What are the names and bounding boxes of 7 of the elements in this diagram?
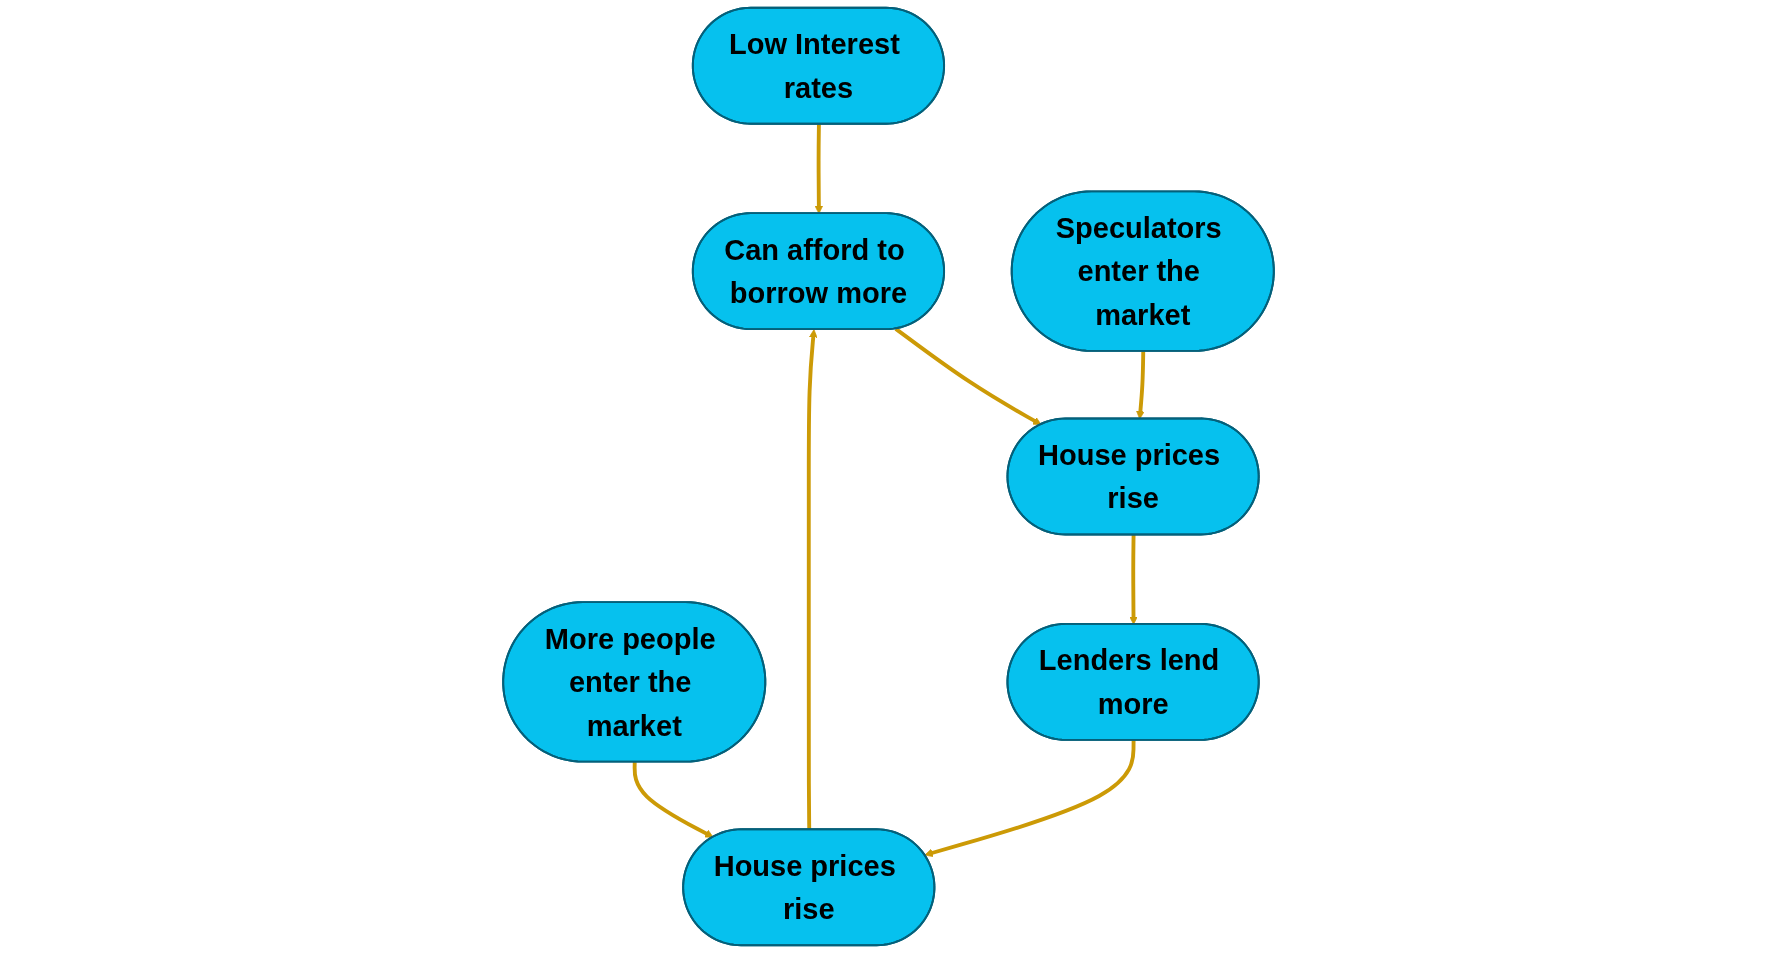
arrow (632, 762, 714, 838)
arrow (814, 124, 824, 214)
arrow (1129, 534, 1138, 625)
arrow (894, 327, 1042, 425)
arrow (924, 740, 1136, 858)
arrow (806, 329, 818, 830)
arrow (1136, 351, 1146, 420)
